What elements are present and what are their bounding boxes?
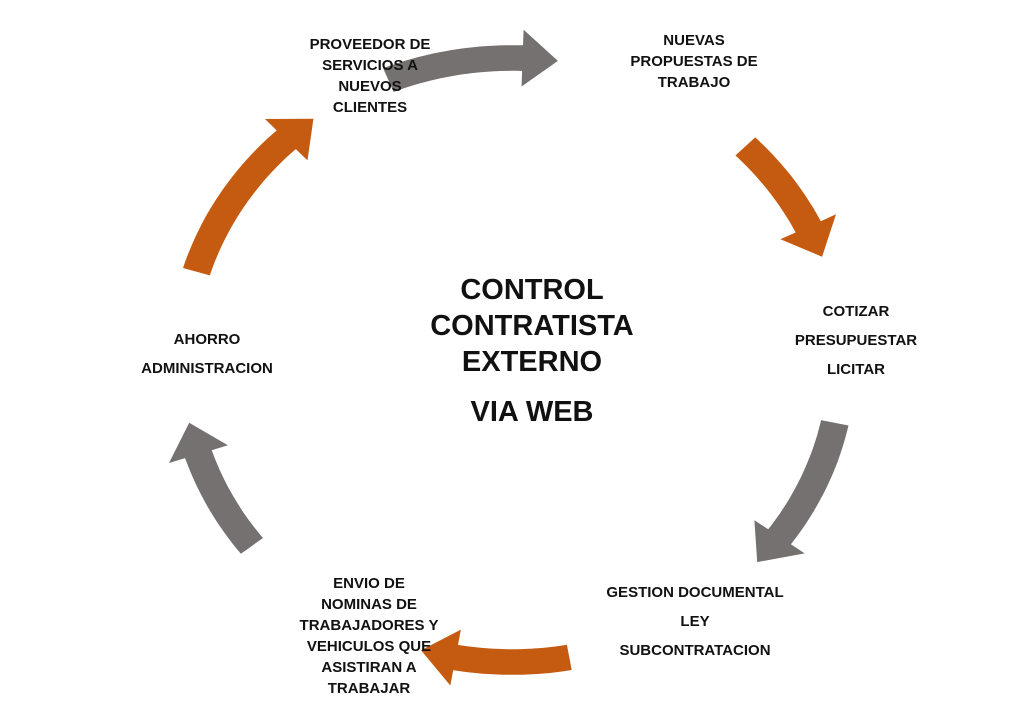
node-envio-line-3: TRABAJADORES Y [299,617,439,634]
node-envio-line-6: TRABAJAR [327,680,411,697]
arrow-nuevas-to-cotizar [735,137,836,257]
center-title: CONTROL CONTRATISTA EXTERNO VIA WEB [392,272,672,430]
arrow-envio-to-ahorro [169,422,263,554]
node-envio-line-4: VEHICULOS QUE [306,638,432,655]
node-proveedor-line-3: NUEVOS [338,78,402,95]
node-proveedor-line-1: PROVEEDOR DE [309,36,431,53]
node-envio-line-5: ASISTIRAN A [321,659,417,676]
node-cotizar-line-1: COTIZAR [822,303,890,320]
arrow-ahorro-to-proveedor [183,118,314,276]
node-ahorro-line-2: ADMINISTRACION [141,360,273,377]
node-nuevas-line-1: NUEVAS [663,32,725,49]
node-ahorro-line-1: AHORRO [173,331,241,348]
node-nuevas-line-3: TRABAJO [657,74,731,91]
arrow-cotizar-to-gestion [754,420,849,563]
node-ahorro: AHORRO ADMINISTRACION [122,325,292,383]
node-envio-line-2: NOMINAS DE [321,596,417,613]
center-title-line-2: CONTRATISTA [430,310,634,342]
node-cotizar: COTIZAR PRESUPUESTAR LICITAR [780,297,932,384]
node-envio-line-1: ENVIO DE [333,575,405,592]
node-envio-nominas: ENVIO DE NOMINAS DE TRABAJADORES Y VEHIC… [286,573,452,699]
node-proveedor-line-4: CLIENTES [332,99,408,116]
node-gestion-line-1: GESTION DOCUMENTAL [606,584,784,601]
node-gestion-documental: GESTION DOCUMENTAL LEY SUBCONTRATACION [586,578,804,665]
center-title-line-3: EXTERNO [461,346,603,378]
node-gestion-line-2: LEY [680,613,710,630]
node-gestion-line-3: SUBCONTRATACION [619,642,771,659]
center-title-line-1: CONTROL [460,274,604,306]
node-cotizar-line-2: PRESUPUESTAR [794,332,918,349]
arrow-proveedor-to-nuevas [383,29,558,92]
node-cotizar-line-3: LICITAR [826,361,886,378]
node-proveedor: PROVEEDOR DE SERVICIOS A NUEVOS CLIENTES [290,34,450,118]
node-proveedor-line-2: SERVICIOS A [322,57,418,74]
node-nuevas-line-2: PROPUESTAS DE [630,53,758,70]
center-subtitle: VIA WEB [470,396,594,428]
node-nuevas-propuestas: NUEVAS PROPUESTAS DE TRABAJO [614,30,774,93]
arrow-gestion-to-envio [421,629,572,686]
